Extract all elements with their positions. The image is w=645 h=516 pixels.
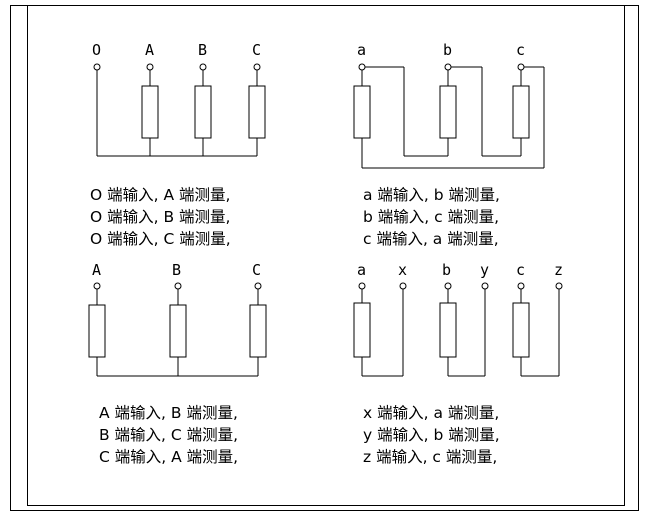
terminal-label-c: c	[516, 41, 525, 59]
panel-open-windings: a x b y c z x 端输入, a 端测量, y 端输入, b 端测量, …	[353, 261, 563, 466]
panel-star-neutral: O A B C O 端输入, A 端测量, O 端输入, B 端测量, O 端输…	[90, 41, 266, 248]
winding-b	[439, 85, 457, 139]
winding-b	[169, 304, 187, 358]
terminal-label-o: O	[92, 41, 101, 59]
terminal-label-z: z	[554, 261, 563, 279]
terminal-label-b: B	[198, 41, 207, 59]
terminal-b	[199, 63, 207, 71]
caption-line: B 端输入, C 端测量,	[99, 426, 238, 444]
terminal-b	[444, 282, 452, 290]
terminal-label-b: B	[172, 261, 181, 279]
panel-star: A B C A 端输入, B 端测量, B 端输入, C 端测量, C 端输入,…	[88, 261, 267, 466]
terminal-a	[358, 63, 366, 71]
terminal-label-a: a	[357, 261, 366, 279]
caption-line: b 端输入, c 端测量,	[363, 208, 499, 226]
terminal-label-c: C	[252, 261, 261, 279]
terminal-label-a: A	[92, 261, 101, 279]
panel-delta: a b c a 端输入, b 端测量, b 端输入, c 端测量, c 端输入	[353, 41, 545, 248]
caption-line: a 端输入, b 端测量,	[363, 186, 500, 204]
terminal-o	[93, 63, 101, 71]
terminal-y	[481, 282, 489, 290]
terminal-c	[517, 63, 525, 71]
terminal-b	[174, 282, 182, 290]
caption-line: O 端输入, B 端测量,	[90, 208, 230, 226]
terminal-label-b: b	[442, 261, 451, 279]
winding-a	[353, 85, 371, 139]
terminal-b	[444, 63, 452, 71]
caption-line: x 端输入, a 端测量,	[363, 404, 499, 422]
terminal-label-c: C	[252, 41, 261, 59]
terminal-label-b: b	[443, 41, 452, 59]
winding-b	[194, 85, 212, 139]
winding-by	[439, 302, 457, 358]
terminal-a	[93, 282, 101, 290]
caption-line: c 端输入, a 端测量,	[363, 230, 499, 248]
caption-line: C 端输入, A 端测量,	[99, 448, 238, 466]
caption-line: y 端输入, b 端测量,	[363, 426, 500, 444]
terminal-label-x: x	[398, 261, 407, 279]
winding-c	[248, 85, 266, 139]
terminal-label-a: A	[145, 41, 154, 59]
terminal-label-a: a	[357, 41, 366, 59]
terminal-label-c: c	[516, 261, 525, 279]
terminal-x	[399, 282, 407, 290]
terminal-c	[253, 63, 261, 71]
terminal-c	[517, 282, 525, 290]
winding-c	[512, 85, 530, 139]
winding-ax	[353, 302, 371, 358]
caption-line: O 端输入, C 端测量,	[90, 230, 231, 248]
caption-line: z 端输入, c 端测量,	[363, 448, 497, 466]
terminal-a	[358, 282, 366, 290]
inner-frame	[27, 5, 625, 506]
terminal-label-y: y	[480, 261, 489, 279]
caption-line: O 端输入, A 端测量,	[90, 186, 230, 204]
terminal-c	[254, 282, 262, 290]
winding-a	[141, 85, 159, 139]
terminal-a	[146, 63, 154, 71]
caption-line: A 端输入, B 端测量,	[99, 404, 238, 422]
winding-a	[88, 304, 106, 358]
terminal-z	[555, 282, 563, 290]
winding-c	[249, 304, 267, 358]
winding-cz	[512, 302, 530, 358]
